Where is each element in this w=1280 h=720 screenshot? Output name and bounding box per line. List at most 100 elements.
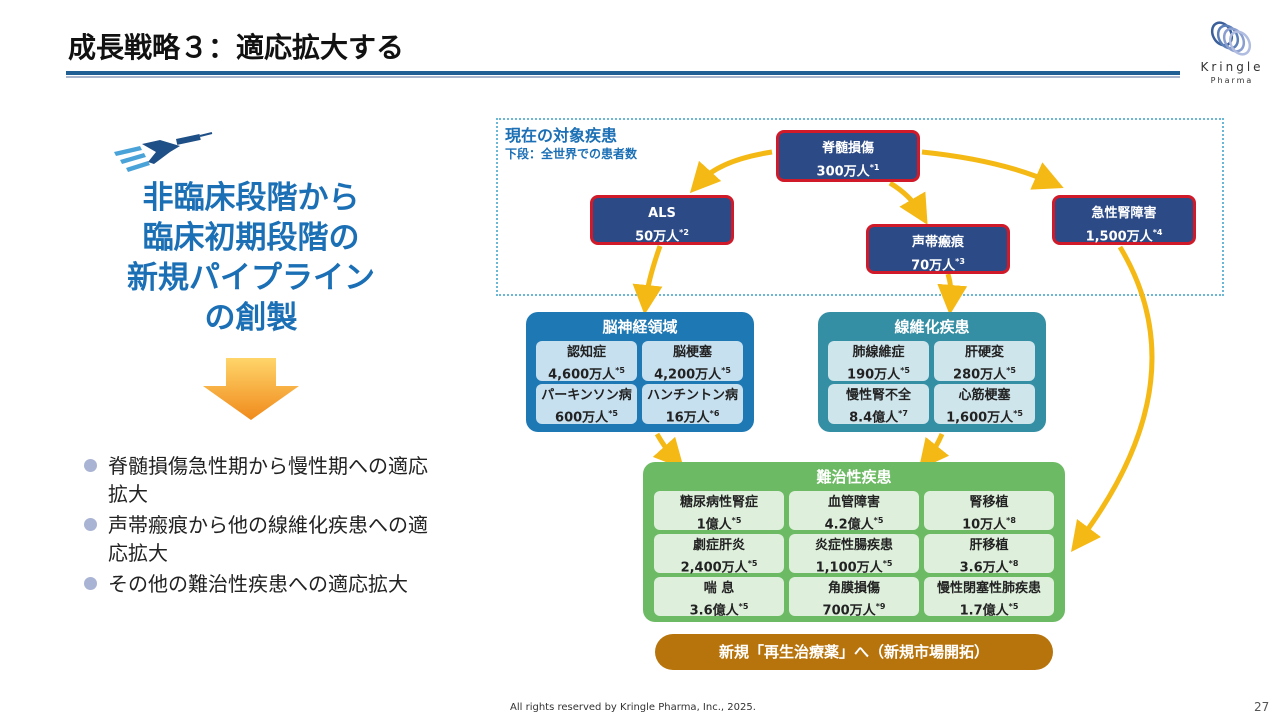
disease-count: 4,600万人 (548, 367, 616, 383)
disease-cell: パーキンソン病 600万人*5 (536, 384, 637, 426)
disease-name: 角膜損傷 (827, 581, 880, 596)
footnote: *7 (898, 409, 908, 418)
footnote: *5 (1008, 602, 1019, 611)
disease-name: 血管障害 (827, 495, 880, 510)
disease-count: 4.2億人 (824, 517, 874, 533)
disease-name: 腎移植 (969, 495, 1009, 510)
bullet-item: 声帯瘢痕から他の線維化疾患への適応拡大 (82, 511, 442, 567)
disease-name: 劇症肝炎 (692, 538, 745, 553)
footnote: *6 (709, 409, 720, 418)
disease-cell: 糖尿病性腎症 1億人*5 (654, 491, 784, 533)
disease-count: 1,600万人 (946, 410, 1014, 426)
arrow-spinal-to-als (689, 149, 773, 194)
kringle-logo-icon (1210, 21, 1252, 56)
page-title: 成長戦略３：適応拡大する (68, 31, 405, 64)
disease-count: 280万人 (953, 367, 1007, 383)
disease-box-als: ALS 50万人*2 (590, 195, 734, 245)
disease-count: 10万人 (962, 517, 1007, 533)
disease-name: 脊髄損傷 (821, 141, 874, 156)
disease-name: 炎症性腸疾患 (814, 538, 893, 553)
footnote: *5 (873, 516, 884, 525)
disease-cell: 角膜損傷 700万人*9 (789, 577, 919, 619)
disease-count: 1,100万人 (815, 560, 883, 576)
arrow-vocal-to-fibrosis (937, 273, 968, 315)
bullet-item: その他の難治性疾患への適応拡大 (82, 570, 442, 598)
bullet-list: 脊髄損傷急性期から慢性期への適応拡大 声帯瘢痕から他の線維化疾患への適応拡大 そ… (82, 452, 442, 601)
arrow-spinal-to-vocal (888, 180, 928, 225)
down-arrow-icon (203, 358, 299, 420)
disease-name: 脳梗塞 (672, 345, 712, 360)
disease-name: パーキンソン病 (541, 388, 632, 403)
footnote: *9 (875, 602, 886, 611)
disease-name: ハンチントン病 (646, 388, 738, 403)
disease-cell: 肺線維症 190万人*5 (828, 341, 929, 383)
bullet-text: 声帯瘢痕から他の線維化疾患への適応拡大 (108, 513, 428, 565)
disease-count: 2,400万人 (680, 560, 748, 576)
disease-name: 認知症 (566, 345, 606, 360)
footnote: *8 (1008, 559, 1019, 568)
bullet-item: 脊髄損傷急性期から慢性期への適応拡大 (82, 452, 442, 508)
footnote: *1 (869, 163, 880, 172)
disease-count: 1.7億人 (959, 603, 1009, 619)
disease-count: 3.6億人 (689, 603, 739, 619)
title-underline (66, 71, 1180, 75)
disease-name: 糖尿病性腎症 (679, 495, 758, 510)
current-diseases-subtitle: 下段：全世界での患者数 (505, 147, 638, 161)
bullet-dot-icon (84, 518, 97, 531)
disease-count: 600万人 (555, 410, 609, 426)
current-diseases-frame (496, 118, 1224, 296)
pipeline-headline: 非臨床段階から 臨床初期段階の 新規パイプライン の創製 (96, 178, 406, 338)
dart-icon (114, 132, 213, 172)
headline-line: 非臨床段階から (142, 180, 360, 216)
company-logo: Kringle Pharma (1196, 16, 1268, 88)
disease-count: 8.4億人 (849, 410, 899, 426)
footnote: *8 (1006, 516, 1016, 525)
headline-line: 新規パイプライン (127, 260, 375, 296)
disease-count: 3.6万人 (959, 560, 1009, 576)
disease-name: 声帯瘢痕 (911, 235, 964, 250)
disease-count: 700万人 (822, 603, 876, 619)
disease-box-acute-kidney-injury: 急性腎障害 1,500万人*4 (1052, 195, 1196, 245)
logo-name: Kringle (1200, 60, 1264, 74)
bullet-text: その他の難治性疾患への適応拡大 (108, 572, 408, 596)
footnote: *3 (955, 257, 965, 266)
disease-count: 16万人 (665, 410, 710, 426)
disease-name: 肺線維症 (852, 345, 905, 360)
disease-cell: 血管障害 4.2億人*5 (789, 491, 919, 533)
disease-count: 190万人 (847, 367, 901, 383)
group-title: 脳神経領域 (602, 318, 678, 336)
arrow-spinal-to-aki (921, 149, 1064, 190)
footnote: *5 (900, 366, 910, 375)
headline-line: 臨床初期段階の (142, 220, 360, 256)
footnote: *5 (731, 516, 742, 525)
disease-count: 70万人 (911, 258, 956, 274)
arrow-als-to-neuro (632, 245, 663, 315)
footnote: *5 (608, 409, 618, 418)
footnote: *5 (738, 602, 749, 611)
disease-name: 肝硬変 (964, 345, 1004, 360)
logo-subname: Pharma (1210, 76, 1254, 85)
footnote: *2 (679, 228, 689, 237)
disease-count: 1,500万人 (1085, 229, 1153, 245)
disease-count: 1億人 (696, 517, 732, 533)
disease-cell: 慢性閉塞性肺疾患 1.7億人*5 (924, 577, 1054, 619)
arrow-fibrosis-to-intractable (918, 433, 950, 470)
disease-name: 慢性閉塞性肺疾患 (936, 581, 1041, 596)
new-market-banner: 新規「再生治療薬」へ（新規市場開拓） (655, 634, 1053, 670)
current-diseases-title: 現在の対象疾患 (505, 126, 618, 145)
headline-line: の創製 (204, 300, 298, 336)
disease-count: 300万人 (816, 164, 870, 180)
arrow-neuro-to-intractable (652, 432, 685, 470)
